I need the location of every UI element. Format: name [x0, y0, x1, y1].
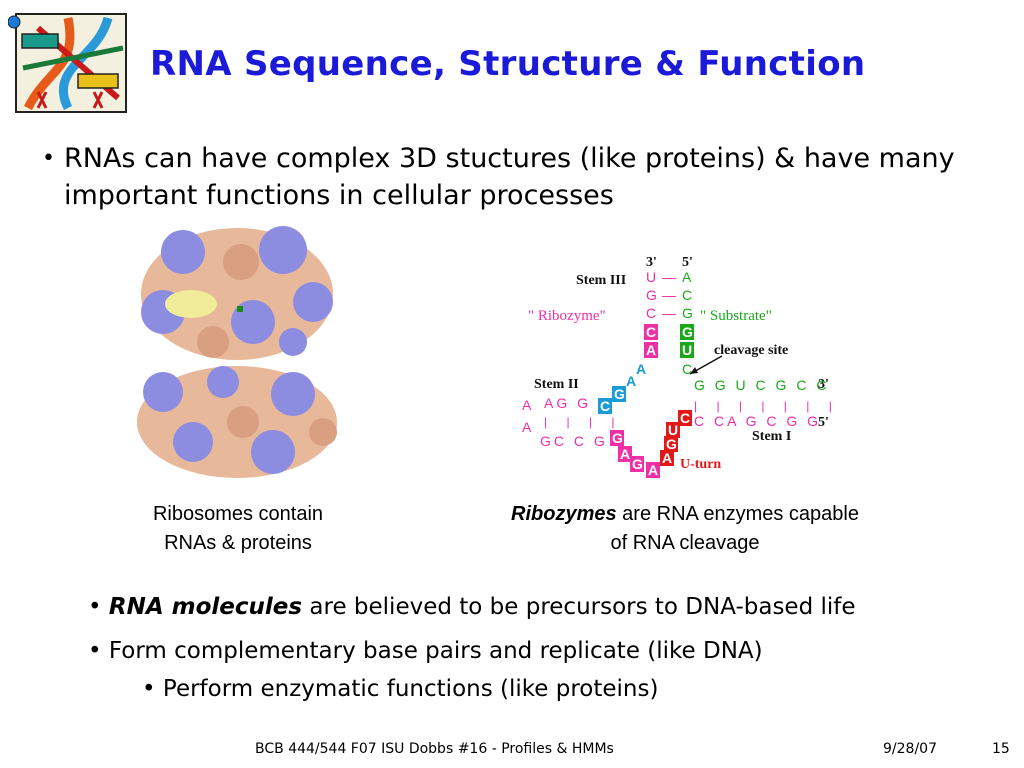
cleavage-site-label: cleavage site: [714, 343, 788, 358]
svg-text:A: A: [636, 361, 646, 377]
bullet-rna-molecules: • RNA molecules are believed to be precu…: [88, 592, 856, 622]
svg-text:A: A: [626, 373, 636, 389]
three-prime-right-label: 3': [818, 377, 829, 392]
five-prime-right-label: 5': [818, 415, 829, 430]
stem2-label: Stem II: [534, 377, 579, 392]
svg-text:A: A: [648, 462, 658, 478]
bullet-enzymatic: • Perform enzymatic functions (like prot…: [142, 674, 658, 704]
ribosome-image: [137, 226, 337, 478]
boxed-bases: C G A U: [644, 324, 694, 358]
footer-page-number: 15: [992, 741, 1010, 757]
slide-title: RNA Sequence, Structure & Function: [150, 44, 866, 84]
stem3-bases: U — A G — C C — G: [646, 269, 693, 321]
uturn-bases: G A G A A G U C: [610, 410, 692, 478]
bullet-marker: •: [42, 146, 55, 171]
svg-text:C: C: [646, 305, 656, 321]
ribosome-small-subunit: [137, 366, 337, 478]
svg-text:U: U: [646, 269, 656, 285]
stem1-pair-lines: | | | | | | |: [694, 399, 840, 413]
footer-date: 9/28/07: [883, 741, 937, 757]
stem1-label: Stem I: [752, 429, 791, 444]
bullet-rna-molecules-emphasis: RNA molecules: [108, 594, 303, 620]
five-prime-top-label: 5': [682, 255, 693, 270]
bullet-base-pairs: • Form complementary base pairs and repl…: [88, 636, 763, 666]
stem1-bottom-strand: C CA G C G G: [694, 413, 821, 429]
substrate-label: " Substrate": [700, 308, 772, 324]
svg-text:—: —: [662, 269, 676, 285]
ribosome-large-subunit: [141, 226, 333, 360]
ribozyme-caption-emphasis: Ribozymes: [511, 503, 617, 525]
ribosome-caption-line1: Ribosomes contain: [152, 503, 324, 525]
bullet-marker: •: [88, 638, 102, 664]
bullet-marker: •: [142, 676, 156, 702]
slide-footer: BCB 444/544 F07 ISU Dobbs #16 - Profiles…: [0, 738, 1024, 762]
bullet-base-pairs-text: Form complementary base pairs and replic…: [108, 638, 763, 664]
svg-text:G: G: [632, 456, 643, 472]
linker-bases: A A G C: [598, 361, 646, 414]
svg-text:G: G: [666, 436, 677, 452]
stem2-top-strand: AG G C: [544, 395, 611, 411]
svg-text:A: A: [662, 450, 672, 466]
svg-text:C: C: [646, 324, 656, 340]
stem1-top-strand: G G U C G C C: [694, 377, 829, 393]
svg-text:G: G: [646, 287, 657, 303]
three-prime-top-label: 3': [646, 255, 657, 270]
svg-text:A: A: [682, 269, 692, 285]
main-bullet-text: RNAs can have complex 3D stuctures (like…: [64, 143, 955, 211]
ribosome-caption: Ribosomes contain RNAs & proteins: [108, 500, 368, 558]
substrate-c-base: C: [682, 361, 692, 377]
svg-text:G: G: [682, 305, 693, 321]
main-bullet: • RNAs can have complex 3D stuctures (li…: [42, 140, 1002, 214]
svg-text:C: C: [682, 287, 692, 303]
ribozyme-caption-line1: Ribozymes are RNA enzymes capable: [430, 500, 940, 529]
u-turn-label: U-turn: [680, 457, 721, 472]
stem2-bottom-strand: GC C G: [540, 433, 608, 449]
svg-text:C: C: [600, 398, 610, 414]
svg-text:G: G: [614, 386, 625, 402]
svg-text:A: A: [646, 342, 656, 358]
svg-text:A: A: [620, 446, 630, 462]
stem2-pair-lines: | | | |: [544, 415, 622, 429]
footer-course-text: BCB 444/544 F07 ISU Dobbs #16 - Profiles…: [255, 741, 614, 757]
svg-text:—: —: [662, 305, 676, 321]
svg-text:G: G: [612, 430, 623, 446]
ribozyme-caption: Ribozymes are RNA enzymes capable of RNA…: [430, 500, 940, 558]
ribozyme-label: " Ribozyme": [528, 308, 606, 324]
bullet-marker: •: [88, 594, 102, 620]
dna-logo-icon: [8, 13, 127, 113]
loop-a1: A: [522, 397, 532, 413]
svg-text:U: U: [668, 422, 678, 438]
stem3-label: Stem III: [576, 273, 626, 288]
svg-text:U: U: [682, 342, 692, 358]
bullet-enzymatic-text: Perform enzymatic functions (like protei…: [162, 676, 659, 702]
ribozyme-caption-rest: are RNA enzymes capable: [616, 503, 859, 525]
loop-a2: A: [522, 419, 532, 435]
svg-text:—: —: [662, 287, 676, 303]
ribozyme-caption-line2: of RNA cleavage: [610, 532, 760, 554]
svg-text:C: C: [680, 410, 690, 426]
cleavage-arrowhead-icon: [690, 367, 698, 374]
bullet-rna-molecules-text: are believed to be precursors to DNA-bas…: [302, 594, 856, 620]
ribosome-caption-line2: RNAs & proteins: [164, 532, 312, 554]
ribozyme-diagram: Stem III 3' 5' " Ribozyme" " Substrate" …: [522, 255, 840, 478]
svg-text:G: G: [682, 324, 693, 340]
